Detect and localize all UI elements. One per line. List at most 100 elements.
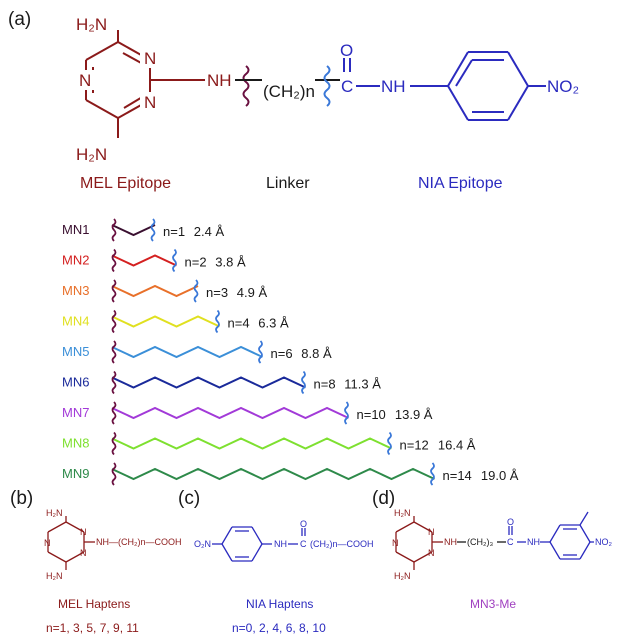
- linker-zigzag-3: [111, 315, 220, 328]
- mn3me-nh-left: NH: [444, 537, 457, 547]
- mn3me-n-1: N: [428, 527, 435, 537]
- caption-nia-epitope: NIA Epitope: [418, 175, 503, 192]
- linker-wave-mel-0: [111, 218, 117, 242]
- linker-wave-mel-4: [111, 340, 117, 364]
- mn3me-n-3: N: [392, 538, 399, 548]
- caption-mel-haptens: MEL Haptens: [58, 597, 130, 611]
- linker-name-0: MN1: [62, 222, 89, 237]
- mel-h2n-bottom: H₂N: [76, 145, 107, 164]
- nia-o: O: [340, 41, 353, 60]
- mel-hapten-h2n-top: H₂N: [46, 508, 63, 518]
- mn3me-no2: NO₂: [595, 537, 613, 547]
- linker-n-2: n=3: [206, 285, 228, 300]
- linker-wave-mel-6: [111, 401, 117, 425]
- mn3me-o: O: [507, 517, 514, 527]
- mn3me-ch2: (CH₂)₃: [467, 537, 493, 547]
- mel-nh: NH: [207, 71, 232, 90]
- linker-wave-mel-7: [111, 431, 117, 456]
- linker-n-1: n=2: [185, 255, 207, 270]
- linker-name-3: MN4: [62, 314, 89, 329]
- linker-zigzag-0: [111, 224, 156, 237]
- linker-length-0: 2.4 Å: [194, 224, 225, 239]
- mn3me-h2n-bottom: H₂N: [394, 571, 411, 581]
- nia-c: C: [341, 77, 353, 96]
- nia-hapten-n-values: n=0, 2, 4, 6, 8, 10: [232, 621, 326, 635]
- mn3me-c: C: [507, 537, 514, 547]
- linker-wave-mel-5: [111, 370, 117, 395]
- linker-length-4: 8.8 Å: [301, 346, 332, 361]
- linker-zigzag-7: [111, 437, 392, 450]
- mel-hapten-chain: NH—(CH₂)n—COOH: [96, 537, 182, 547]
- mn3me-h2n-top: H₂N: [394, 508, 411, 518]
- linker-n-6: n=10: [357, 407, 386, 422]
- linker-wave-mel-3: [111, 309, 117, 334]
- linker-wave-nia-8: [430, 462, 435, 486]
- linker-name-6: MN7: [62, 405, 89, 420]
- mel-n-left: N: [79, 71, 91, 90]
- linker-name-2: MN3: [62, 283, 89, 298]
- panel-b-label: (b): [10, 488, 33, 509]
- nia-hapten-nh: NH: [274, 539, 287, 549]
- mel-hapten-n-1: N: [80, 527, 87, 537]
- mel-hapten-structure: [47, 516, 95, 570]
- mel-n-top: N: [144, 49, 156, 68]
- linker-n-7: n=12: [400, 438, 429, 453]
- wavy-bond-nia: [323, 65, 331, 107]
- linker-wave-nia-4: [258, 340, 263, 364]
- linker-zigzag-6: [111, 406, 349, 420]
- mel-hapten-n-3: N: [44, 538, 51, 548]
- nia-hapten-chain: (CH₂)n—COOH: [310, 539, 374, 549]
- mn3me-mel-part: [395, 516, 443, 570]
- panel-d-label: (d): [372, 488, 395, 509]
- caption-mn3me: MN3-Me: [470, 597, 516, 611]
- caption-mel-epitope: MEL Epitope: [80, 175, 171, 192]
- linker-name-4: MN5: [62, 344, 89, 359]
- linker-wave-nia-7: [387, 431, 392, 456]
- nia-hapten-c: C: [300, 539, 307, 549]
- caption-nia-haptens: NIA Haptens: [246, 597, 313, 611]
- wavy-bond-mel: [242, 65, 250, 107]
- linker-wave-mel-1: [111, 248, 117, 273]
- linker-wave-mel-8: [111, 462, 117, 486]
- linker-zigzag-8: [111, 467, 435, 481]
- nia-hapten-structure: [212, 526, 306, 562]
- nia-no2: NO₂: [547, 77, 579, 96]
- linker-n-4: n=6: [271, 346, 293, 361]
- mel-hapten-n-2: N: [80, 548, 87, 558]
- mn3me-nia-part: [508, 511, 594, 560]
- linker-zigzag-1: [111, 254, 177, 267]
- caption-linker: Linker: [266, 175, 310, 192]
- linker-wave-nia-6: [344, 401, 349, 425]
- linker-length-3: 6.3 Å: [258, 316, 289, 331]
- nia-hapten-o: O: [300, 519, 307, 529]
- nia-nh: NH: [381, 77, 406, 96]
- mel-h2n-top: H₂N: [76, 15, 107, 34]
- linker-length-5: 11.3 Å: [344, 377, 381, 392]
- linker-wave-nia-0: [150, 218, 156, 242]
- linker-name-7: MN8: [62, 436, 89, 451]
- linker-n-3: n=4: [228, 316, 250, 331]
- mn3me-nh-right: NH: [527, 537, 540, 547]
- linker-zigzag-4: [111, 345, 263, 359]
- nia-epitope: [343, 51, 546, 121]
- mel-n-bottom: N: [144, 93, 156, 112]
- linker-length-1: 3.8 Å: [215, 255, 246, 270]
- mel-hapten-n-values: n=1, 3, 5, 7, 9, 11: [46, 621, 139, 635]
- linker-n-0: n=1: [163, 224, 185, 239]
- panel-a-label: (a): [8, 9, 31, 30]
- linker-zigzag-2: [111, 284, 199, 298]
- linker-length-6: 13.9 Å: [395, 407, 433, 422]
- linker-list: MN1 n=1 2.4 Å MN2 n=2 3.8 Å MN3 n=3 4.9 Å MN4 n=4 6…: [62, 218, 519, 486]
- linker-wave-nia-1: [172, 248, 177, 273]
- linker-n-8: n=14: [443, 468, 472, 483]
- linker-wave-nia-2: [193, 279, 199, 303]
- linker-name-1: MN2: [62, 253, 89, 268]
- panel-c-label: (c): [178, 488, 200, 509]
- linker-wave-nia-3: [215, 309, 220, 334]
- linker-n-5: n=8: [314, 377, 336, 392]
- linker-length-7: 16.4 Å: [438, 438, 476, 453]
- linker-length-2: 4.9 Å: [237, 285, 268, 300]
- mel-epitope: [85, 30, 205, 138]
- nia-hapten-o2n: O₂N: [194, 539, 211, 549]
